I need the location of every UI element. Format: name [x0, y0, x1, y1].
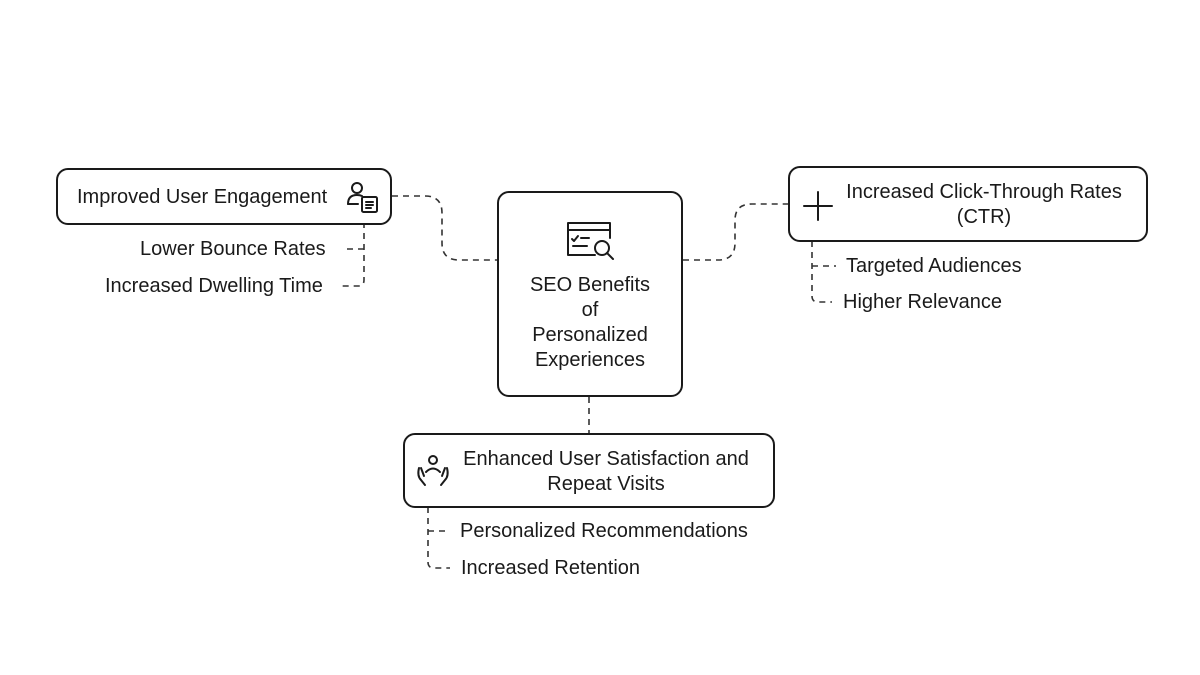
bottom-child-2: Increased Retention: [461, 557, 641, 579]
user-document-icon: [347, 182, 378, 213]
connector-left-children: [342, 222, 365, 287]
connector-right-children: [811, 241, 832, 303]
left-child-1: Lower Bounce Rates: [140, 238, 326, 260]
bottom-node: Enhanced User Satisfaction and Repeat Vi…: [403, 433, 775, 508]
right-node-title-line-1: Increased Click-Through Rates: [846, 181, 1122, 203]
right-node: Increased Click-Through Rates (CTR): [788, 166, 1148, 242]
person-hands-icon: [417, 455, 449, 486]
bottom-child-1: Personalized Recommendations: [460, 520, 748, 542]
bottom-node-title-line-2: Repeat Visits: [547, 473, 665, 495]
seo-search-icon: [567, 222, 614, 260]
right-child-2: Higher Relevance: [843, 291, 1002, 313]
left-child-2: Increased Dwelling Time: [105, 275, 323, 297]
left-node: Improved User Engagement: [56, 168, 392, 225]
bottom-node-title-line-1: Enhanced User Satisfaction and: [463, 448, 749, 470]
connector-left-to-center: [392, 195, 497, 261]
center-title-line-1: SEO Benefits: [529, 274, 651, 296]
right-node-title-line-2: (CTR): [956, 206, 1012, 228]
center-title-line-3: Personalized: [532, 324, 648, 346]
connector-right-to-center: [683, 203, 788, 261]
right-child-1: Targeted Audiences: [846, 255, 1022, 277]
connector-bottom-children: [427, 507, 450, 569]
left-node-title: Improved User Engagement: [77, 186, 328, 208]
center-node: SEO Benefits of Personalized Experiences: [497, 191, 683, 397]
center-title-line-4: Experiences: [534, 349, 646, 371]
plus-icon: [803, 191, 833, 221]
center-title-line-2: of: [581, 299, 599, 321]
